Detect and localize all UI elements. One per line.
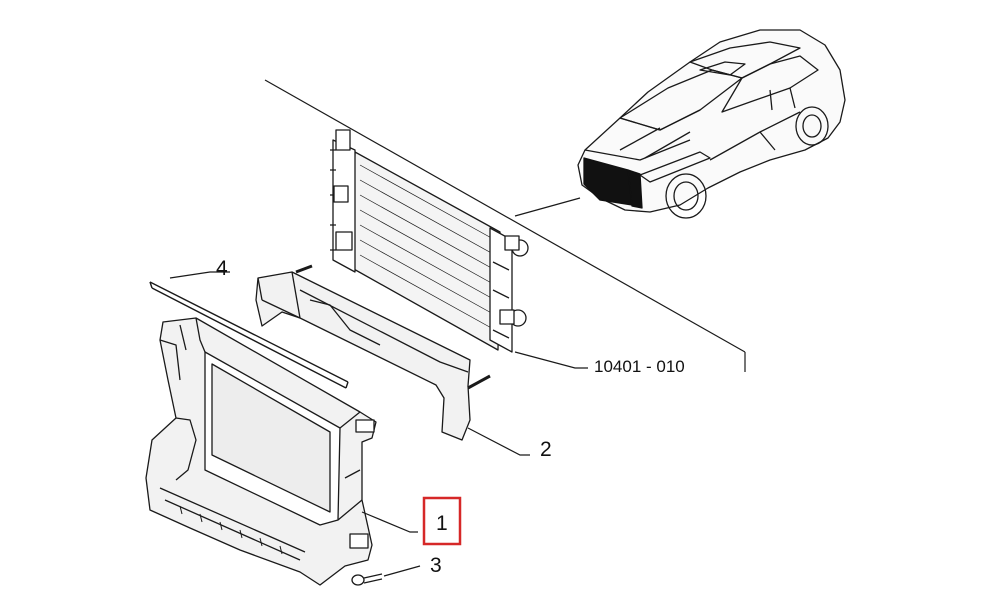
leader-line-assembly (514, 351, 588, 369)
leader-line-3 (383, 565, 421, 577)
leader-line-4 (169, 271, 230, 279)
callout-1: 1 (436, 512, 448, 535)
part-4-drawing (149, 281, 349, 389)
callout-4: 4 (216, 257, 228, 280)
leader-lines (169, 271, 588, 577)
callout-2: 2 (540, 438, 552, 461)
callout-assembly-code: 10401 - 010 (594, 357, 685, 376)
callout-3: 3 (430, 554, 442, 577)
part-1-drawing (145, 317, 377, 586)
leader-line-1 (361, 511, 418, 533)
assembly-reference-line (264, 79, 746, 353)
radiator-drawing (330, 129, 529, 353)
car-illustration (577, 29, 846, 219)
part-2-drawing (255, 264, 491, 441)
part-3-drawing (351, 573, 383, 586)
leader-line-2 (467, 427, 530, 456)
highlight-box (422, 496, 462, 546)
car-leader-line (514, 197, 581, 217)
